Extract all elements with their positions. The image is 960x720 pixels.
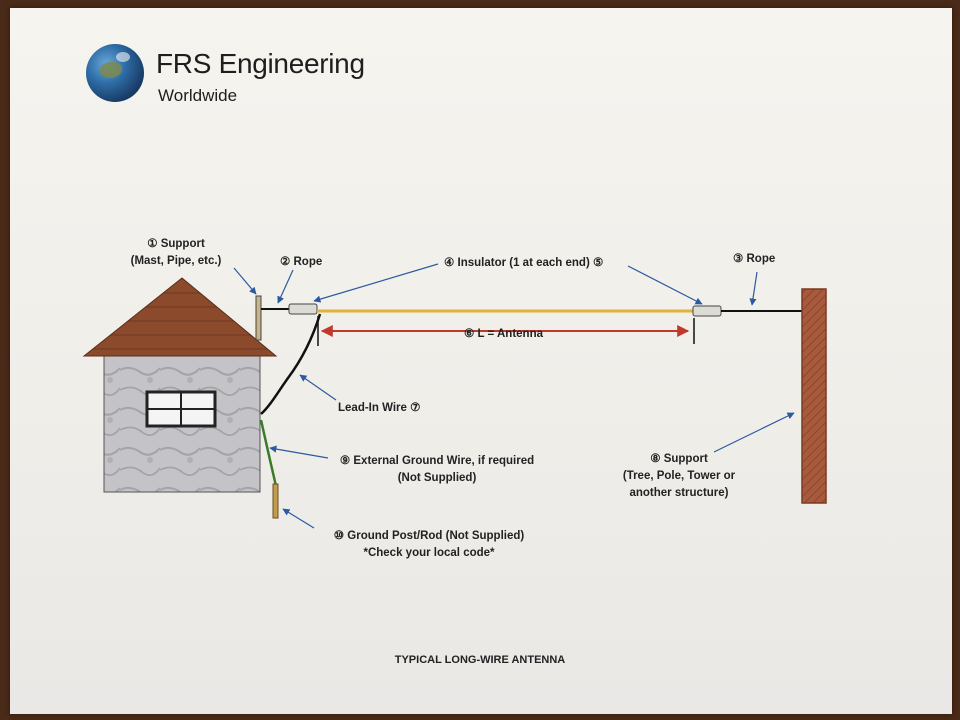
pointer-rope-left <box>277 269 294 304</box>
label-ground-rod-title: ⑩ Ground Post/Rod (Not Supplied) <box>333 530 525 542</box>
label-support-mast-sub: (Mast, Pipe, etc.) <box>130 255 222 267</box>
insulator-right <box>692 305 722 317</box>
pointer-support-mast <box>233 267 257 295</box>
label-rope-left: ② Rope <box>280 256 323 268</box>
label-support-mast-title: ① Support <box>147 238 205 250</box>
pointer-insulator-left <box>313 263 439 303</box>
pointer-far-support <box>713 412 795 453</box>
house <box>82 277 278 493</box>
label-ground-wire-title: ⑨ External Ground Wire, if required <box>339 455 535 467</box>
label-ground-rod: ⑩ Ground Post/Rod (Not Supplied) *Check … <box>326 528 532 562</box>
insulator-left <box>288 303 318 315</box>
earth-globe-icon <box>86 44 144 102</box>
ground-wire <box>259 419 278 487</box>
pointer-insulator-right <box>627 265 703 305</box>
brand-subtitle: Worldwide <box>158 86 238 105</box>
house-window <box>145 390 217 428</box>
diagram-caption: TYPICAL LONG-WIRE ANTENNA <box>394 654 566 666</box>
label-antenna-length: ⑥ L = Antenna <box>464 328 544 340</box>
label-lead-in: Lead-In Wire ⑦ <box>338 402 421 414</box>
label-far-support-title: ⑧ Support <box>650 453 708 465</box>
label-insulator: ④ Insulator (1 at each end) ⑤ <box>444 257 604 269</box>
pointer-ground-rod <box>282 508 315 529</box>
label-far-support: ⑧ Support (Tree, Pole, Tower or another … <box>618 451 740 502</box>
label-support-mast: ① Support (Mast, Pipe, etc.) <box>128 236 224 270</box>
label-far-support-sub1: (Tree, Pole, Tower or <box>622 470 736 482</box>
label-far-support-sub2: another structure) <box>629 487 729 499</box>
far-support-pole <box>801 288 827 504</box>
pointer-rope-right <box>749 271 758 306</box>
ground-rod <box>272 483 279 519</box>
label-ground-wire: ⑨ External Ground Wire, if required (Not… <box>334 453 540 487</box>
pointer-ground-wire <box>269 445 329 459</box>
label-ground-rod-sub: *Check your local code* <box>363 547 495 559</box>
label-rope-right: ③ Rope <box>733 253 776 265</box>
support-mast <box>255 295 262 341</box>
lead-in-wire <box>260 313 322 415</box>
house-roof <box>82 277 278 357</box>
pointer-lead-in <box>299 374 337 401</box>
brand-name: FRS Engineering <box>156 48 365 79</box>
label-ground-wire-sub: (Not Supplied) <box>397 472 477 484</box>
